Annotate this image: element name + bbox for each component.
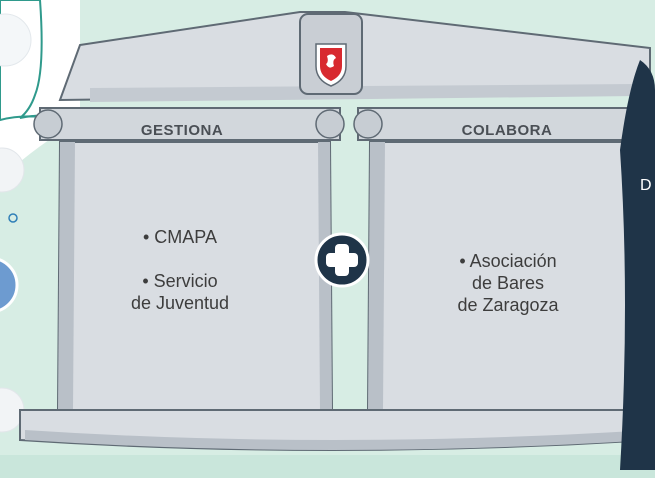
speech-bubble-inner-circle [0,13,32,67]
left-capital-volute [33,109,63,139]
left-column-list: • CMAPA • Servicio de Juventud [100,226,260,314]
pediment-shadow [90,84,640,102]
left-column-heading: GESTIONA [140,122,224,139]
right-column-heading: COLABORA [461,122,553,139]
list-item: de Zaragoza [457,295,559,315]
dark-panel [620,60,655,470]
right-column-list: • Asociación de Bares de Zaragoza [428,250,588,316]
list-item: • Asociación [459,251,557,271]
left-capital-volute [315,109,345,139]
right-column-shadow [368,142,385,410]
right-capital-volute [353,109,383,139]
list-item: de Bares [471,273,545,293]
list-item: • Servicio [142,271,218,291]
badge-dot [8,213,18,223]
side-panel-fragment: D [640,177,652,194]
mint-band-bottom [0,455,655,478]
temple-base-shadow [25,430,650,450]
list-item: de Juventud [130,293,230,313]
left-column-shadow [58,142,75,410]
plus-circle-icon [314,232,370,288]
list-item: • CMAPA [143,227,217,247]
faint-circle [0,147,25,193]
zaragoza-shield-icon [315,43,347,87]
blue-badge [0,258,19,312]
